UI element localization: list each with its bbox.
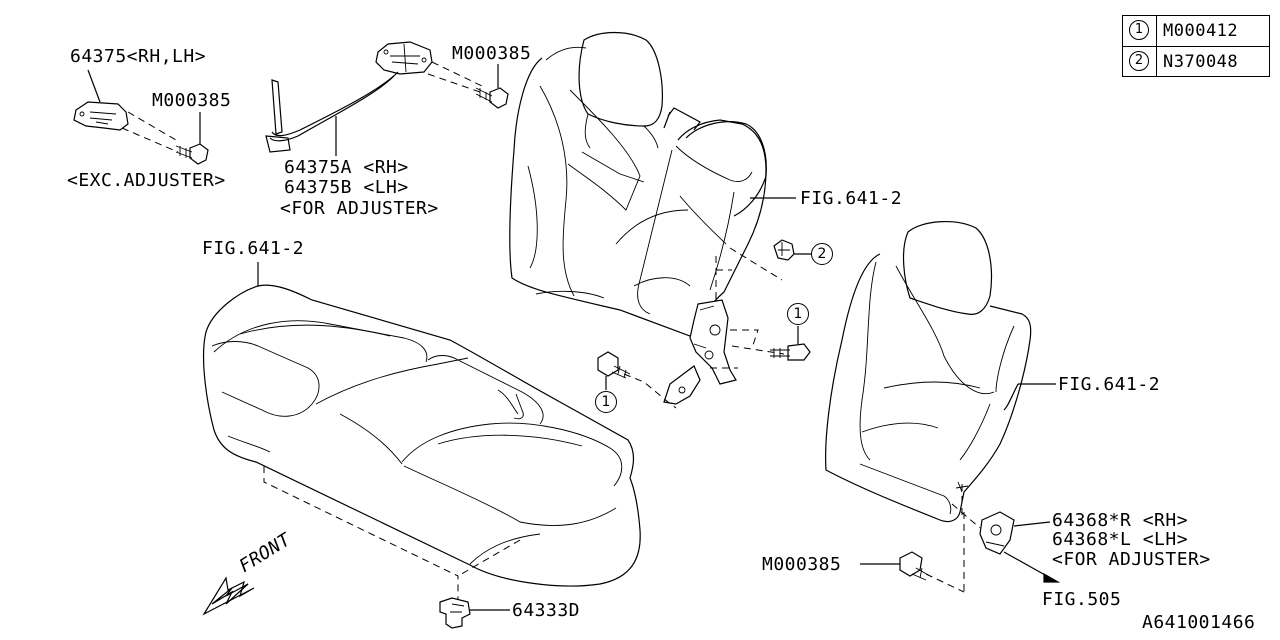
seat-back-center-outline [509,31,767,337]
label-for-adjuster-bottom: <FOR ADJUSTER> [1052,549,1211,570]
callout-nut-2: 2 [811,243,833,265]
legend-number: 1 [1129,20,1149,40]
label-clip-part: 64333D [512,600,581,621]
legend-table: 1 M000412 2 N370048 [1122,15,1270,77]
label-hook-part: 64375<RH,LH> [70,46,207,67]
adjuster-cable-part [265,41,433,153]
label-bolt-top: M000385 [452,43,532,64]
legend-row: 1 M000412 [1123,16,1269,46]
seat-back-right-outline [825,221,1032,523]
label-fig-back-right: FIG.641-2 [1058,374,1161,395]
bolt-1-right-part [770,343,811,361]
clip-part [439,597,471,629]
legend-number: 2 [1129,51,1149,71]
label-hinge-lh: 64368*L <LH> [1052,529,1189,550]
bolt-1-left-part [597,351,631,379]
label-fig-505: FIG.505 [1042,589,1122,610]
legend-code: M000412 [1163,21,1239,41]
bolt-left-part [175,143,209,165]
legend-separator [1156,47,1157,77]
label-adjuster-rh: 64375A <RH> [284,157,409,178]
bolt-top-part [475,87,509,109]
legend-separator [1156,16,1157,46]
label-exc-adjuster: <EXC.ADJUSTER> [67,170,226,191]
label-diagram-id: A641001466 [1142,612,1256,633]
label-bolt-left: M000385 [152,90,232,111]
seat-back-hinge-bracket [663,299,737,405]
label-for-adjuster-top: <FOR ADJUSTER> [280,198,439,219]
callout-bolt-1-right: 1 [787,303,809,325]
label-bolt-bottom: M000385 [762,554,842,575]
label-fig-cushion: FIG.641-2 [202,238,305,259]
bolt-bottom-part [899,551,931,581]
hinge-part [979,511,1015,555]
label-hinge-rh: 64368*R <RH> [1052,510,1189,531]
label-fig-back-center: FIG.641-2 [800,188,903,209]
callout-bolt-1-left: 1 [595,391,617,413]
label-adjuster-lh: 64375B <LH> [284,177,409,198]
legend-code: N370048 [1163,52,1239,72]
nut-2-part [773,239,795,261]
hook-part [73,101,129,131]
seat-cushion-outline [202,284,641,587]
front-arrow-icon [202,576,255,616]
legend-row: 2 N370048 [1123,46,1269,77]
